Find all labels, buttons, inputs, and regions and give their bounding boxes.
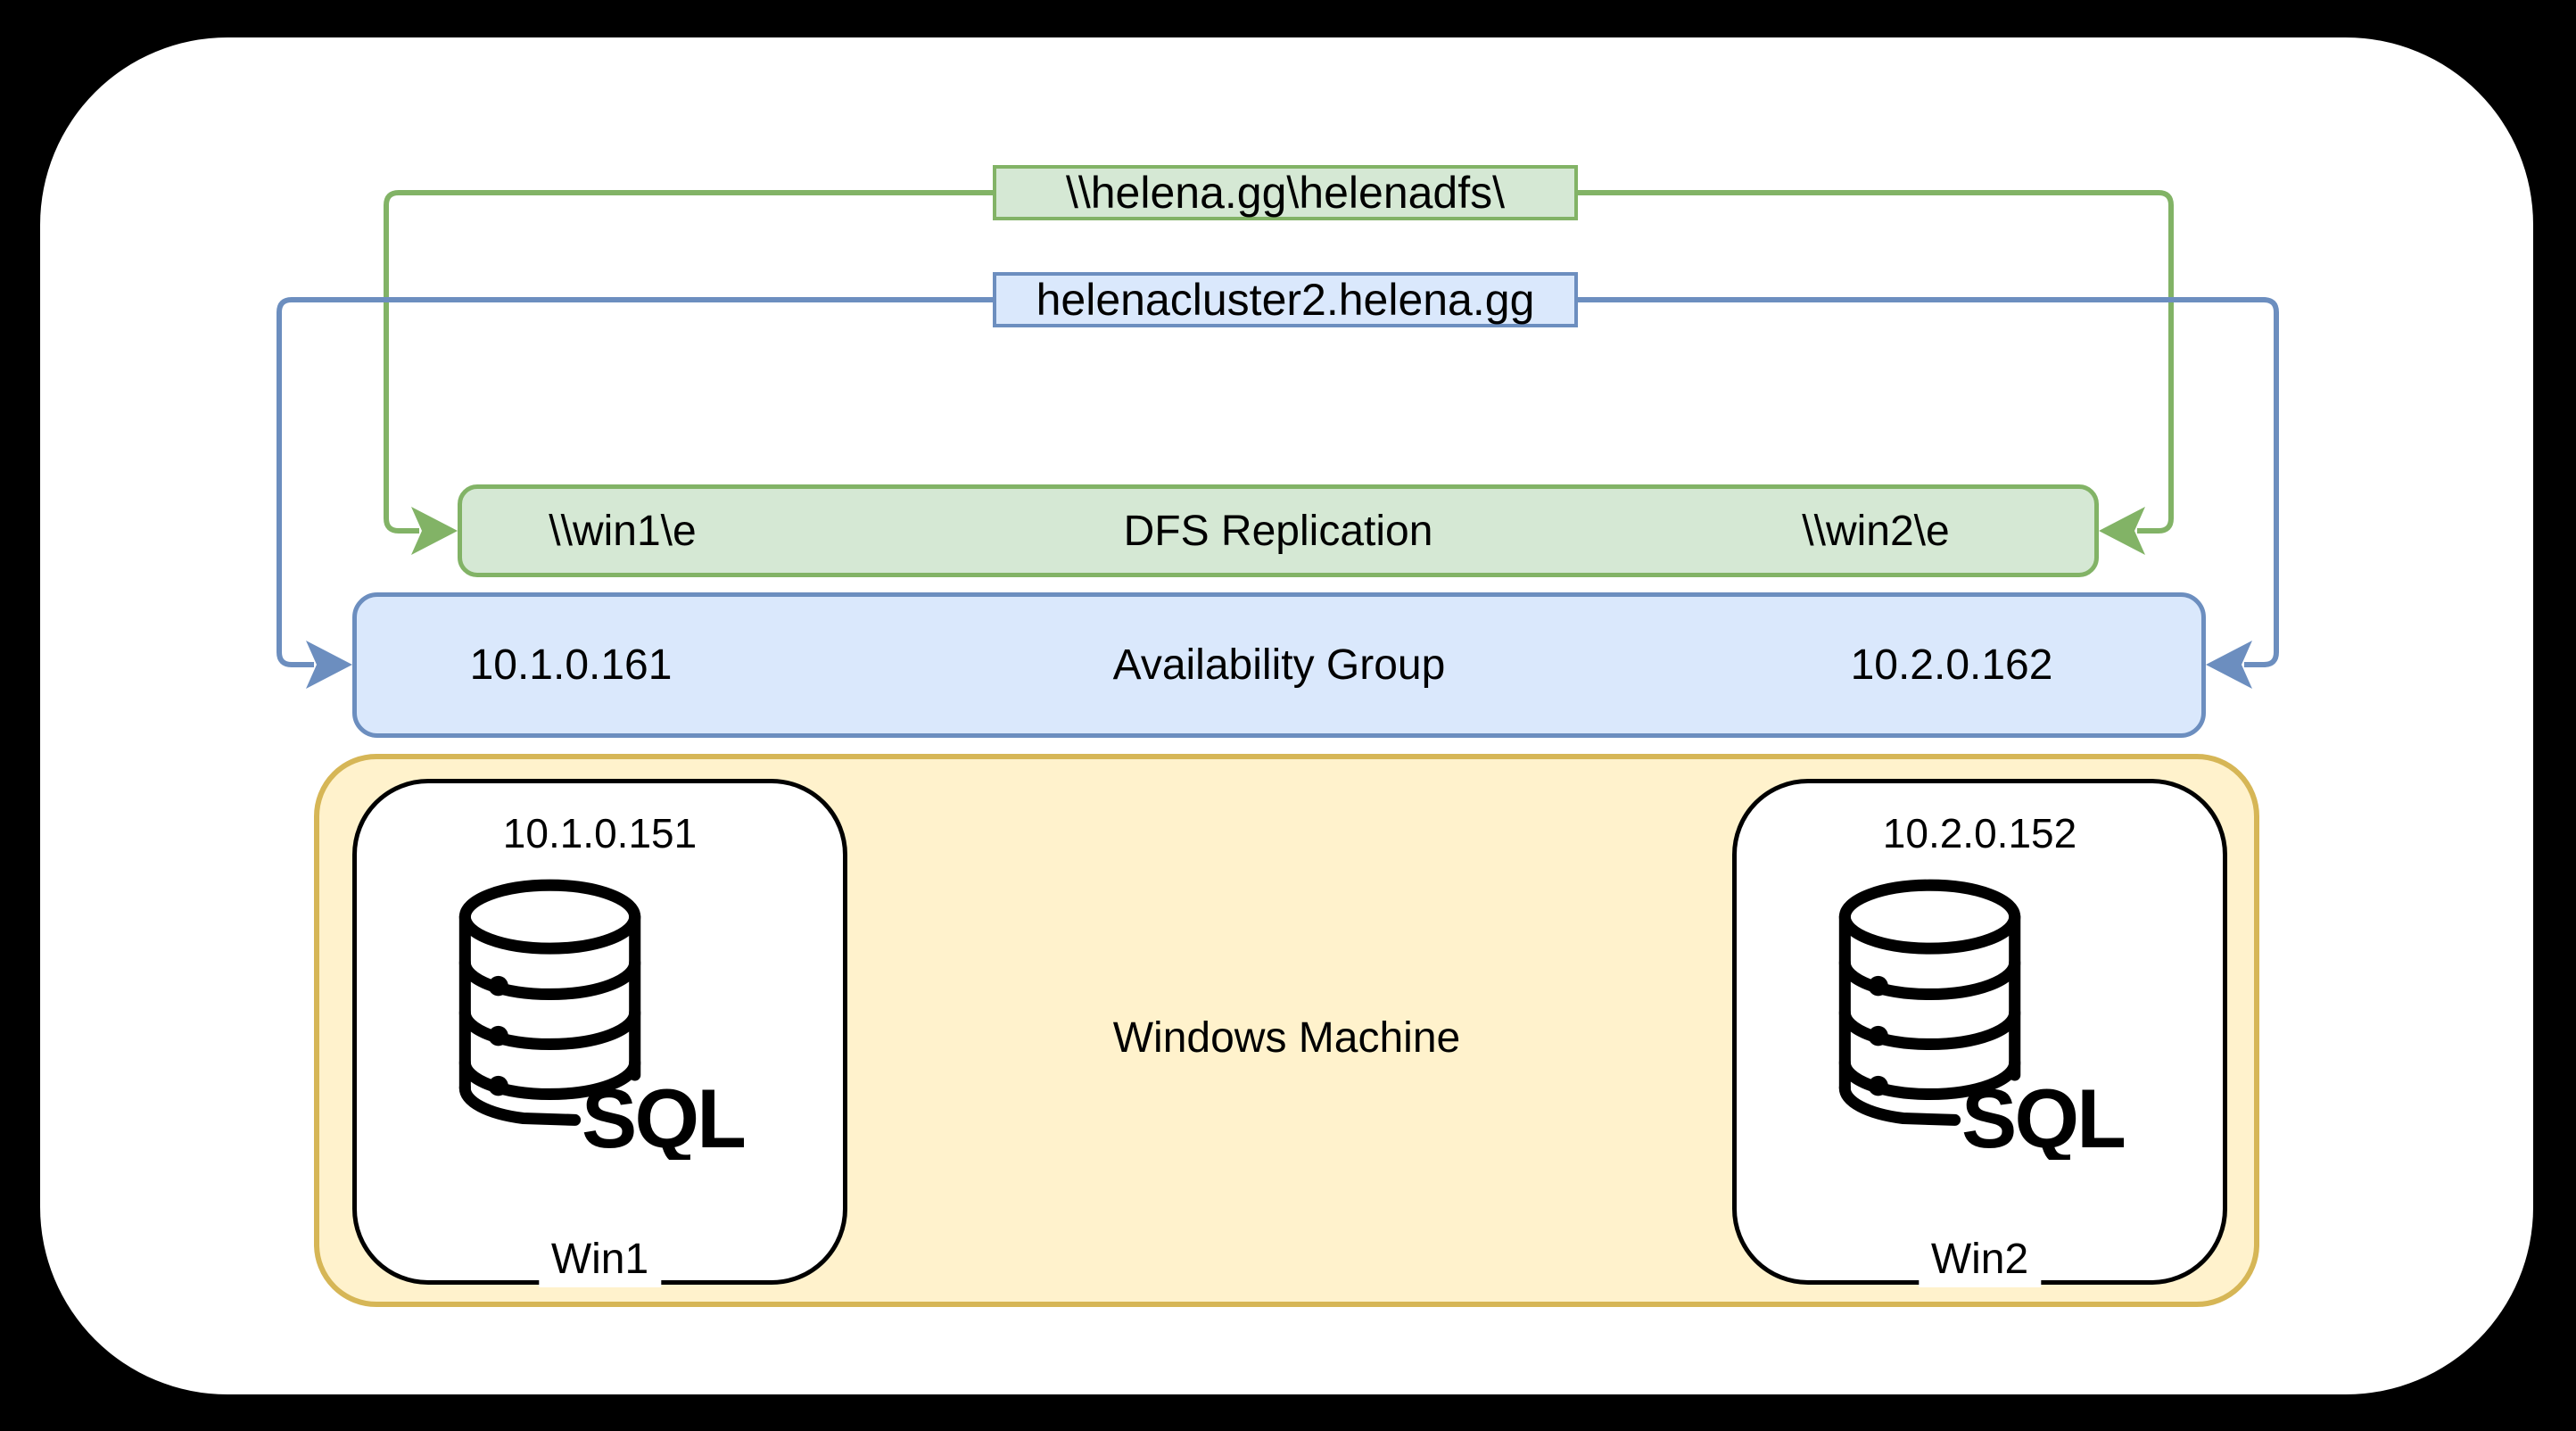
dfs-namespace-box: \\helena.gg\helenadfs\ [993, 165, 1578, 220]
dfs-connector-left [386, 193, 993, 531]
win2-node: 10.2.0.152 SQL Win2 [1732, 779, 2227, 1285]
win1-name-label: Win1 [539, 1232, 661, 1287]
dfs-namespace-label: \\helena.gg\helenadfs\ [1066, 167, 1505, 219]
cluster-name-label: helenacluster2.helena.gg [1036, 274, 1535, 326]
availability-group-bar: 10.1.0.161 Availability Group 10.2.0.162 [352, 592, 2206, 738]
sql-icon-text: SQL [1961, 1072, 2124, 1160]
ag-ip-right-label: 10.2.0.162 [1773, 597, 2130, 733]
win2-ip-label: 10.2.0.152 [1883, 808, 2076, 858]
win1-ip-label: 10.1.0.151 [503, 808, 697, 858]
cluster-name-box: helenacluster2.helena.gg [993, 272, 1578, 327]
sql-icon-text: SQL [582, 1072, 744, 1160]
sql-database-icon: SQL [1837, 878, 2124, 1160]
win2-name-label: Win2 [1919, 1232, 2041, 1287]
dfs-connector-right [1578, 193, 2171, 531]
dfs-share-win2-label: \\win2\e [1720, 489, 2032, 573]
dfs-replication-bar: \\win1\e DFS Replication \\win2\e [458, 484, 2099, 577]
windows-machine-container: 10.1.0.151 SQL Win1 Windows Machine 10.2… [314, 754, 2259, 1307]
